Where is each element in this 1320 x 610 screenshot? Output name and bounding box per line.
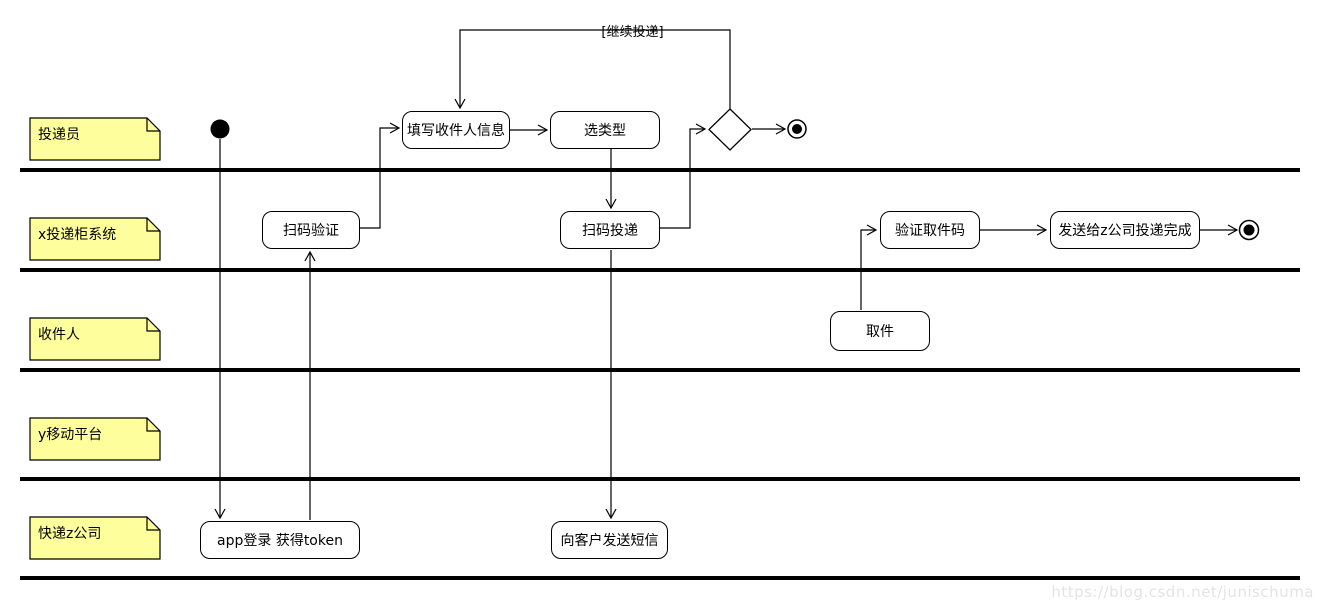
lane-dividers [20, 168, 1300, 580]
end-node-icon [787, 119, 807, 139]
activity-send-sms: 向客户发送短信 [551, 521, 668, 559]
lane-label-locker-system: x投递柜系统 [38, 227, 117, 243]
activity-scan-deliver: 扫码投递 [560, 211, 660, 249]
activity-app-login: app登录 获得token [200, 521, 360, 559]
start-node-icon [210, 119, 230, 139]
lane-note-shape [29, 417, 161, 461]
edge-scan-deliver-to-decision [660, 123, 707, 229]
lane-note-fold-icon [146, 218, 160, 232]
lane-note-shape [29, 117, 161, 161]
lane-note-fold-icon [146, 118, 160, 132]
edge-pickup-to-verify-code [860, 224, 878, 310]
activity-scan-verify: 扫码验证 [262, 211, 360, 249]
activity-verify-pickup-code: 验证取件码 [880, 211, 980, 249]
activity-send-to-z-complete: 发送给z公司投递完成 [1050, 211, 1200, 249]
lane-note-shape [29, 217, 161, 261]
edge-scan-verify-to-fill-info [360, 122, 401, 229]
lane-note-fold-icon [146, 318, 160, 332]
lane-note-shape [29, 516, 161, 560]
end-node-icon [1238, 219, 1260, 241]
decision-diamond-icon [708, 108, 752, 151]
lane-label-express-company: 快递z公司 [38, 526, 102, 542]
edge-label-continue-delivery: [继续投递] [601, 25, 664, 40]
lane-note-shape [29, 317, 161, 361]
edge-continue-delivery-loop [454, 29, 731, 110]
activity-choose-type: 选类型 [550, 111, 660, 149]
watermark-url: https://blog.csdn.net/junischuma [1051, 583, 1314, 601]
activity-pickup: 取件 [830, 311, 930, 351]
lane-label-courier: 投递员 [38, 127, 80, 143]
lane-label-mobile-platform: y移动平台 [38, 427, 103, 443]
lane-note-fold-icon [146, 517, 160, 531]
activity-fill-recipient-info: 填写收件人信息 [402, 111, 510, 149]
lane-note-fold-icon [146, 418, 160, 432]
lane-note-shapes [29, 117, 161, 560]
flow-edges [214, 29, 1239, 520]
lane-label-recipient: 收件人 [38, 327, 80, 343]
